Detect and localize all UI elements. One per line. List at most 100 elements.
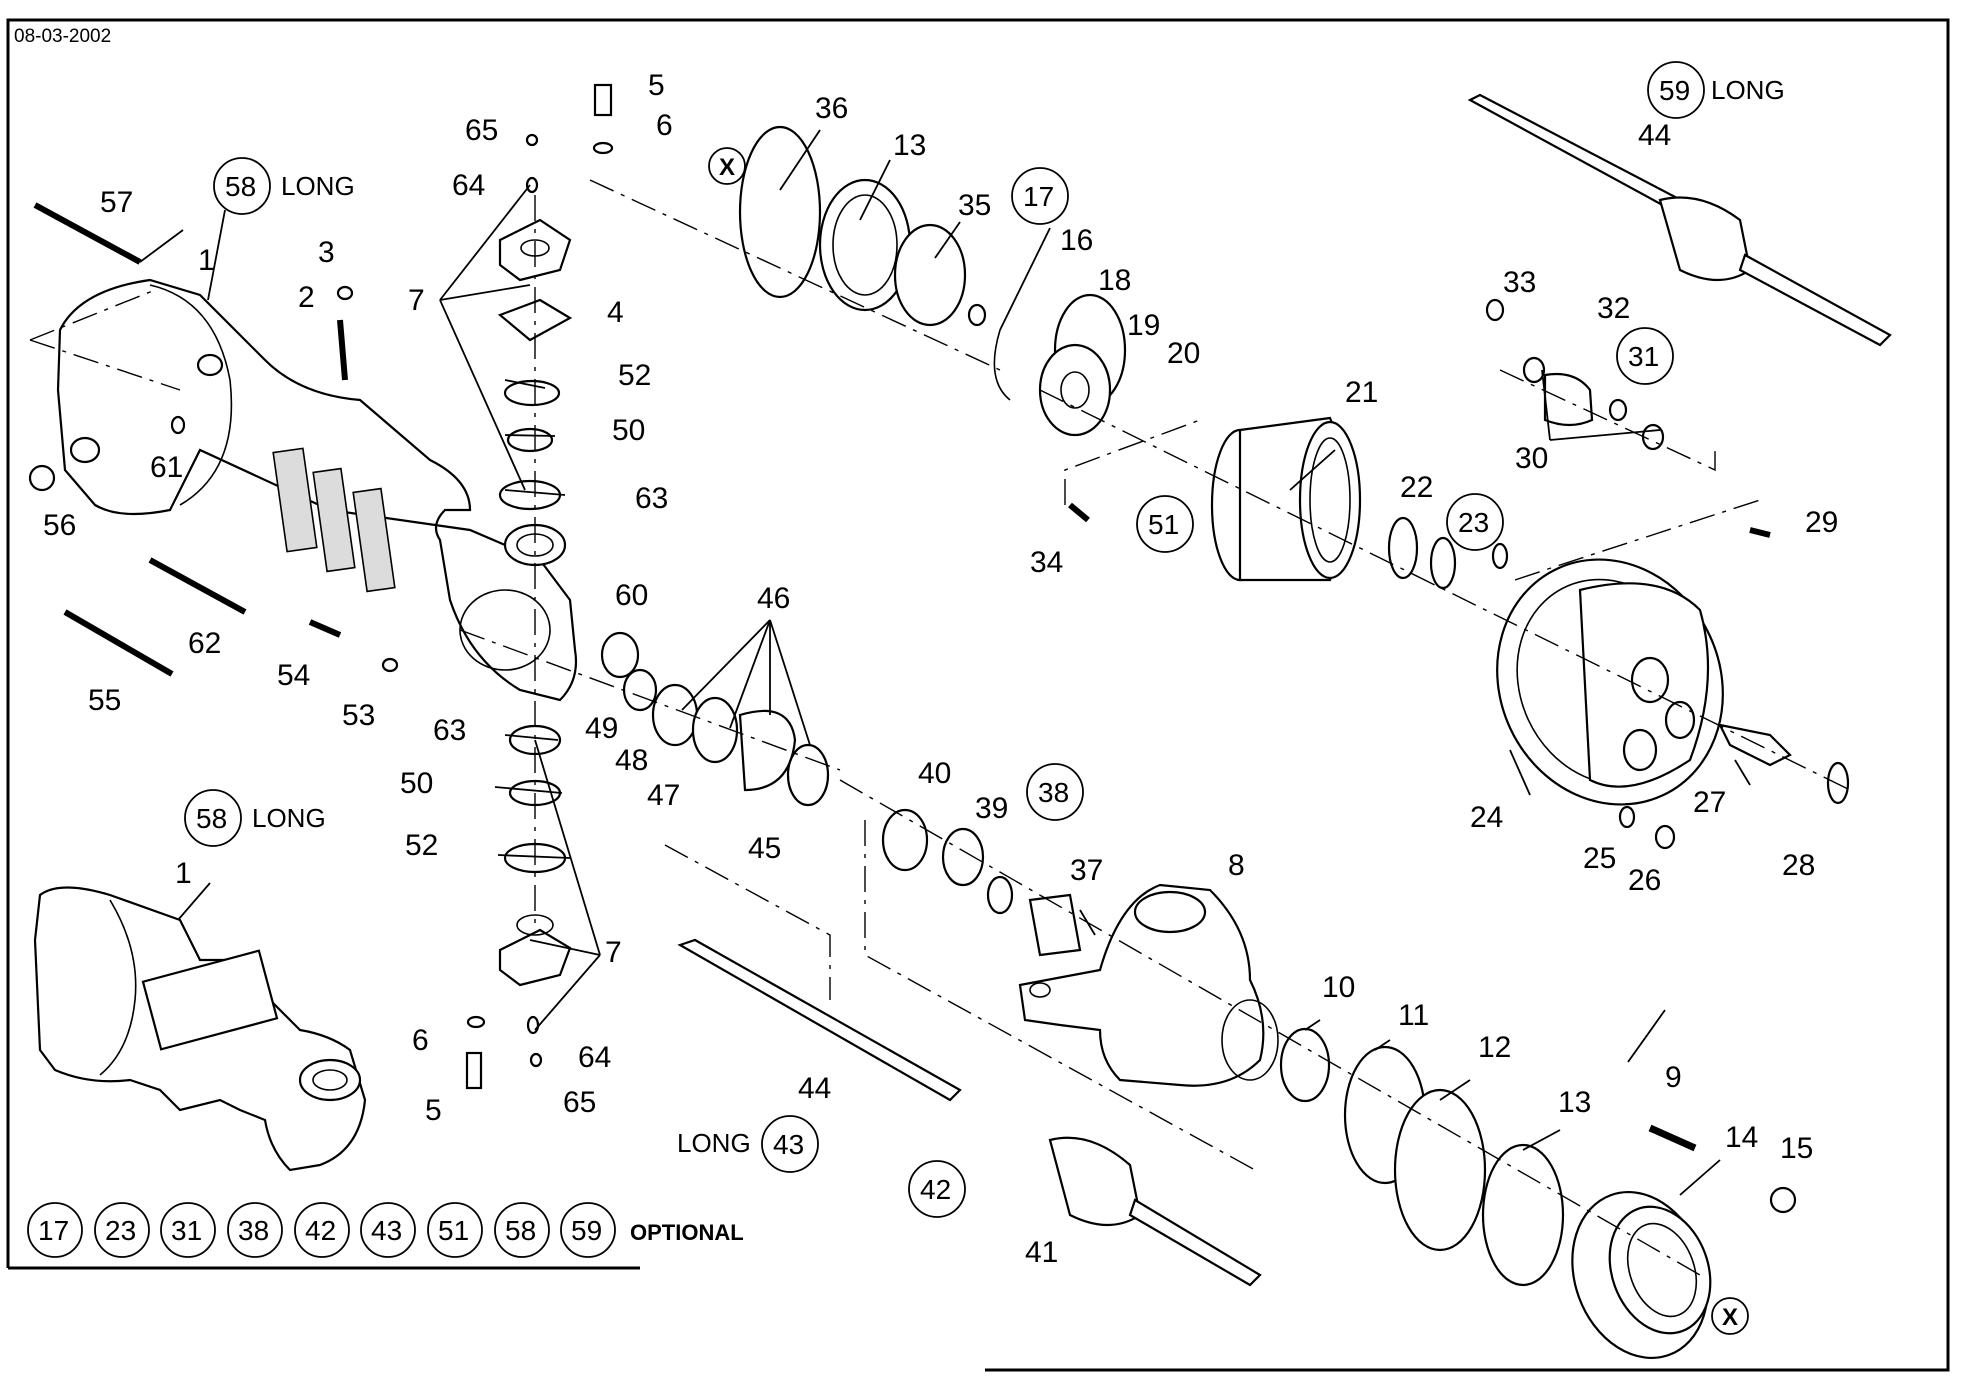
x-mark-lower: X (1722, 1304, 1738, 1331)
callout-52-upper: 52 (618, 359, 651, 392)
legend-item-42: 42 (305, 1215, 336, 1246)
callout-2: 2 (298, 281, 315, 314)
callout-47: 47 (647, 779, 680, 812)
callout-5-lower: 5 (425, 1094, 442, 1127)
ring-gear-drawing (1210, 416, 1362, 582)
callout-36: 36 (815, 92, 848, 125)
callout-4: 4 (607, 296, 624, 329)
callout-46: 46 (757, 582, 790, 615)
callout-40: 40 (918, 757, 951, 790)
callout-31: 31 (1628, 341, 1659, 372)
callout-53: 53 (342, 699, 375, 732)
small-hardware-drawings (28, 83, 1797, 1214)
long-label-59: LONG (1711, 75, 1785, 105)
callout-22: 22 (1400, 471, 1433, 504)
callout-14: 14 (1725, 1121, 1758, 1154)
callout-45: 45 (748, 832, 781, 865)
callout-54: 54 (277, 659, 310, 692)
callout-21: 21 (1345, 376, 1378, 409)
callout-65-lower: 65 (563, 1086, 596, 1119)
long-label-58-upper: LONG (281, 171, 355, 201)
callout-19: 19 (1127, 309, 1160, 342)
optional-legend: 17 23 31 38 42 43 51 58 59 (27, 1202, 616, 1258)
callout-34: 34 (1030, 546, 1063, 579)
callout-28: 28 (1782, 849, 1815, 882)
callout-17: 17 (1023, 181, 1054, 212)
callout-9: 9 (1665, 1061, 1682, 1094)
callout-30: 30 (1515, 442, 1548, 475)
callout-1-upper: 1 (198, 244, 215, 277)
callout-49: 49 (585, 712, 618, 745)
callout-3: 3 (318, 236, 335, 269)
callout-63-upper: 63 (635, 482, 668, 515)
alignment-lines (459, 179, 1851, 1276)
legend-item-17: 17 (38, 1215, 69, 1246)
long-axle-housing-drawing (33, 886, 367, 1172)
callout-55: 55 (88, 684, 121, 717)
callout-20: 20 (1167, 337, 1200, 370)
callout-11: 11 (1398, 999, 1429, 1032)
callout-32: 32 (1597, 292, 1630, 325)
x-mark-upper: X (719, 154, 735, 181)
legend-item-51: 51 (438, 1215, 469, 1246)
callout-35: 35 (958, 189, 991, 222)
callout-61: 61 (150, 451, 183, 484)
callout-12: 12 (1478, 1031, 1511, 1064)
callout-1-lower: 1 (175, 857, 192, 890)
legend-optional-label: OPTIONAL (630, 1220, 744, 1245)
callout-42: 42 (920, 1174, 951, 1205)
callout-50-lower: 50 (400, 767, 433, 800)
kingpin-cap-drawings (497, 218, 573, 987)
callout-29: 29 (1805, 506, 1838, 539)
callout-51: 51 (1148, 509, 1179, 540)
callout-23: 23 (1458, 507, 1489, 538)
callout-13-upper: 13 (893, 129, 926, 162)
callout-60: 60 (615, 579, 648, 612)
legend-item-31: 31 (171, 1215, 202, 1246)
callout-64-lower: 64 (578, 1041, 611, 1074)
callout-7-lower: 7 (605, 936, 622, 969)
callout-58-upper: 58 (225, 171, 256, 202)
legend-item-43: 43 (371, 1215, 402, 1246)
callout-62: 62 (188, 627, 221, 660)
planet-carrier-drawing (1496, 558, 1724, 806)
callout-37: 37 (1070, 854, 1103, 887)
callout-27: 27 (1693, 786, 1726, 819)
drawing-date: 08-03-2002 (14, 26, 112, 47)
callout-10: 10 (1322, 971, 1355, 1004)
wheel-hub-drawing (1571, 1190, 1712, 1360)
leader-lines (139, 129, 1751, 1196)
legend-item-58: 58 (505, 1215, 536, 1246)
callout-24: 24 (1470, 801, 1503, 834)
callout-39: 39 (975, 792, 1008, 825)
callout-7-upper: 7 (408, 284, 425, 317)
upper-axle-shaft-drawing (1467, 93, 1892, 347)
callout-41: 41 (1025, 1236, 1058, 1269)
callout-33: 33 (1503, 266, 1536, 299)
callout-16: 16 (1060, 224, 1093, 257)
callout-6-lower: 6 (412, 1024, 429, 1057)
lower-axle-shaft-drawing (677, 938, 1262, 1287)
callout-38: 38 (1038, 777, 1069, 808)
callout-58-lower: 58 (196, 803, 227, 834)
callout-26: 26 (1628, 864, 1661, 897)
legend-item-23: 23 (105, 1215, 136, 1246)
callout-5-upper: 5 (648, 69, 665, 102)
callout-43: 43 (773, 1129, 804, 1160)
callout-56: 56 (43, 509, 76, 542)
long-label-43: LONG (677, 1128, 751, 1158)
legend-item-38: 38 (238, 1215, 269, 1246)
callout-44-lower: 44 (798, 1072, 831, 1105)
callout-44-upper: 44 (1638, 119, 1671, 152)
callout-15: 15 (1780, 1132, 1813, 1165)
callout-circles (184, 61, 1749, 1335)
callout-50-upper: 50 (612, 414, 645, 447)
callout-13-lower: 13 (1558, 1086, 1591, 1119)
legend-item-59: 59 (571, 1215, 602, 1246)
callout-48: 48 (615, 744, 648, 777)
steering-knuckle-drawing (1018, 883, 1279, 1087)
callout-6-upper: 6 (656, 109, 673, 142)
callout-64-upper: 64 (452, 169, 485, 202)
